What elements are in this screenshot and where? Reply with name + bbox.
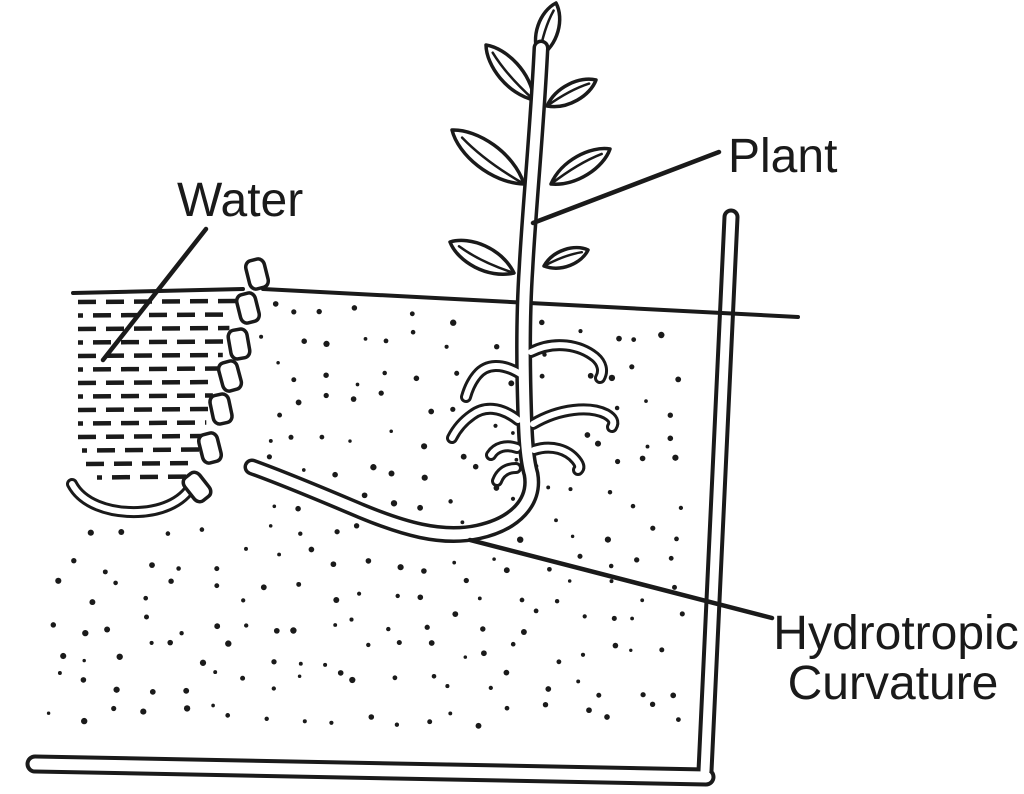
porous-barrier <box>181 257 271 504</box>
hydrotropic-curvature-label-line1: Hydrotropic <box>773 607 1018 660</box>
water-basin-outline <box>66 475 200 519</box>
plant-leaves <box>448 1 612 276</box>
water-region <box>77 298 237 480</box>
water-label: Water <box>177 174 303 227</box>
water-leader-line <box>100 226 209 363</box>
root-system <box>243 39 620 543</box>
hydrotropic-leader-line <box>467 537 775 621</box>
container <box>25 208 740 787</box>
plant-label: Plant <box>728 130 837 183</box>
hydrotropic-curvature-label-line2: Curvature <box>788 657 999 710</box>
plant-leader-line <box>530 149 722 226</box>
leader-lines <box>100 149 775 621</box>
